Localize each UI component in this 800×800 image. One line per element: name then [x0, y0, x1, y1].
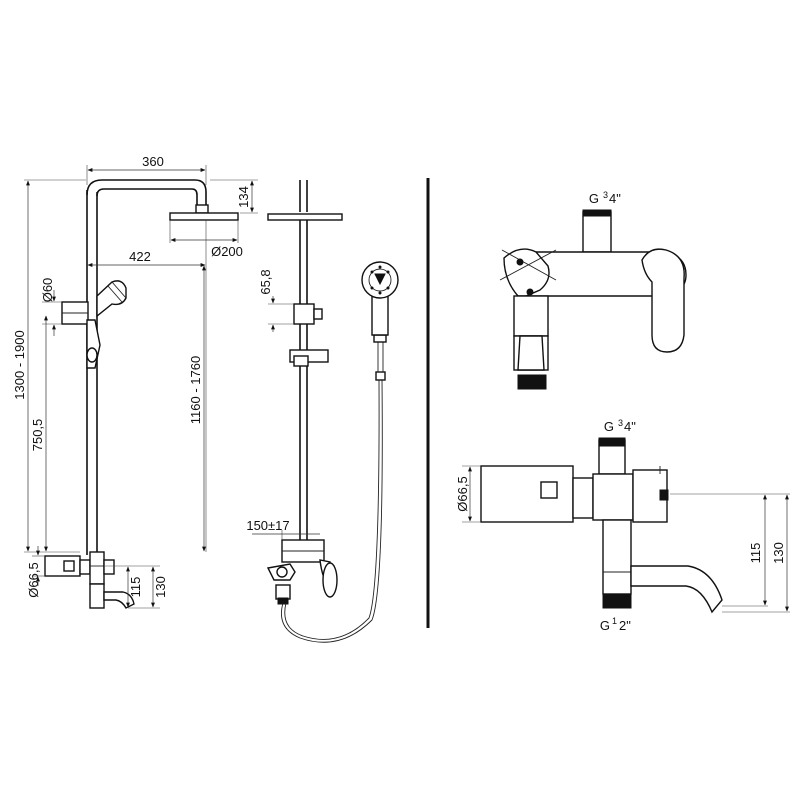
svg-text:G: G	[604, 419, 614, 434]
side-view: 65,8 150±17	[246, 180, 399, 643]
dim-spout-130-label: 130	[153, 576, 168, 598]
dim-body-diameter-label: Ø66,5	[26, 562, 41, 597]
dim-head-drop-label: 134	[236, 186, 251, 208]
thread-top-a-label: G 3 4"	[589, 190, 621, 206]
front-view: 360 134 Ø200 422	[12, 154, 258, 609]
hand-shower-holder	[61, 280, 127, 369]
side-holder	[289, 303, 329, 367]
dim-mixer-height-label: 750,5	[30, 419, 45, 452]
svg-text:2": 2"	[619, 618, 631, 633]
detail-dim-body-diameter: Ø66,5	[455, 465, 481, 523]
dim-head-diameter: Ø200	[170, 238, 243, 259]
dim-holder-diameter-label: Ø60	[40, 278, 55, 303]
dim-reach-label: 422	[129, 249, 151, 264]
dim-width-label: 360	[142, 154, 164, 169]
detail-dim-130-label: 130	[771, 542, 786, 564]
dim-holder-diameter: Ø60	[40, 278, 62, 336]
svg-text:4": 4"	[609, 191, 621, 206]
svg-text:4": 4"	[624, 419, 636, 434]
mixer-detail-top: G 3 4"	[499, 190, 687, 390]
mixer-detail-bottom: G 3 4" G 1 2" Ø66,5	[455, 418, 790, 633]
svg-text:G: G	[589, 191, 599, 206]
mixer-body	[44, 551, 135, 609]
svg-text:G: G	[600, 618, 610, 633]
dim-mixer-height: 750,5	[30, 315, 48, 552]
shower-head	[169, 204, 239, 243]
thread-bottom-label: G 1 2"	[600, 616, 631, 633]
side-hand-shower	[361, 261, 399, 372]
dim-riser-height: 1160 - 1760	[188, 265, 206, 552]
dim-width: 360	[86, 154, 207, 185]
shower-arm	[86, 179, 207, 205]
dim-head-diameter-label: Ø200	[211, 244, 243, 259]
dim-riser-height-label: 1160 - 1760	[188, 356, 203, 424]
svg-text:3: 3	[603, 190, 608, 200]
side-mixer	[266, 539, 338, 605]
side-shower-head	[267, 213, 343, 221]
dim-spout-115-label: 115	[128, 577, 143, 598]
shower-hose	[280, 379, 383, 643]
dim-body-diameter: Ø66,5	[26, 546, 45, 598]
dim-centres: 150±17	[246, 518, 320, 540]
dim-total-height: 1300 - 1900	[12, 179, 86, 553]
dim-total-height-label: 1300 - 1900	[12, 330, 27, 399]
riser-pipe	[86, 190, 98, 555]
side-riser	[299, 220, 308, 540]
svg-text:3: 3	[618, 418, 623, 428]
dim-holder-offset-label: 65,8	[258, 269, 273, 294]
dim-centres-label: 150±17	[246, 518, 289, 533]
dim-holder-offset: 65,8	[258, 269, 294, 332]
detail-dim-body-diameter-label: Ø66,5	[455, 476, 470, 511]
dim-reach: 422	[87, 220, 207, 552]
dim-head-drop: 134	[210, 179, 258, 214]
thread-top-b-label: G 3 4"	[604, 418, 636, 434]
dim-spout: 115 130	[104, 565, 168, 609]
detail-dim-spout: 115 130	[670, 493, 790, 613]
detail-dim-115-label: 115	[748, 543, 763, 564]
svg-text:1: 1	[612, 616, 617, 626]
